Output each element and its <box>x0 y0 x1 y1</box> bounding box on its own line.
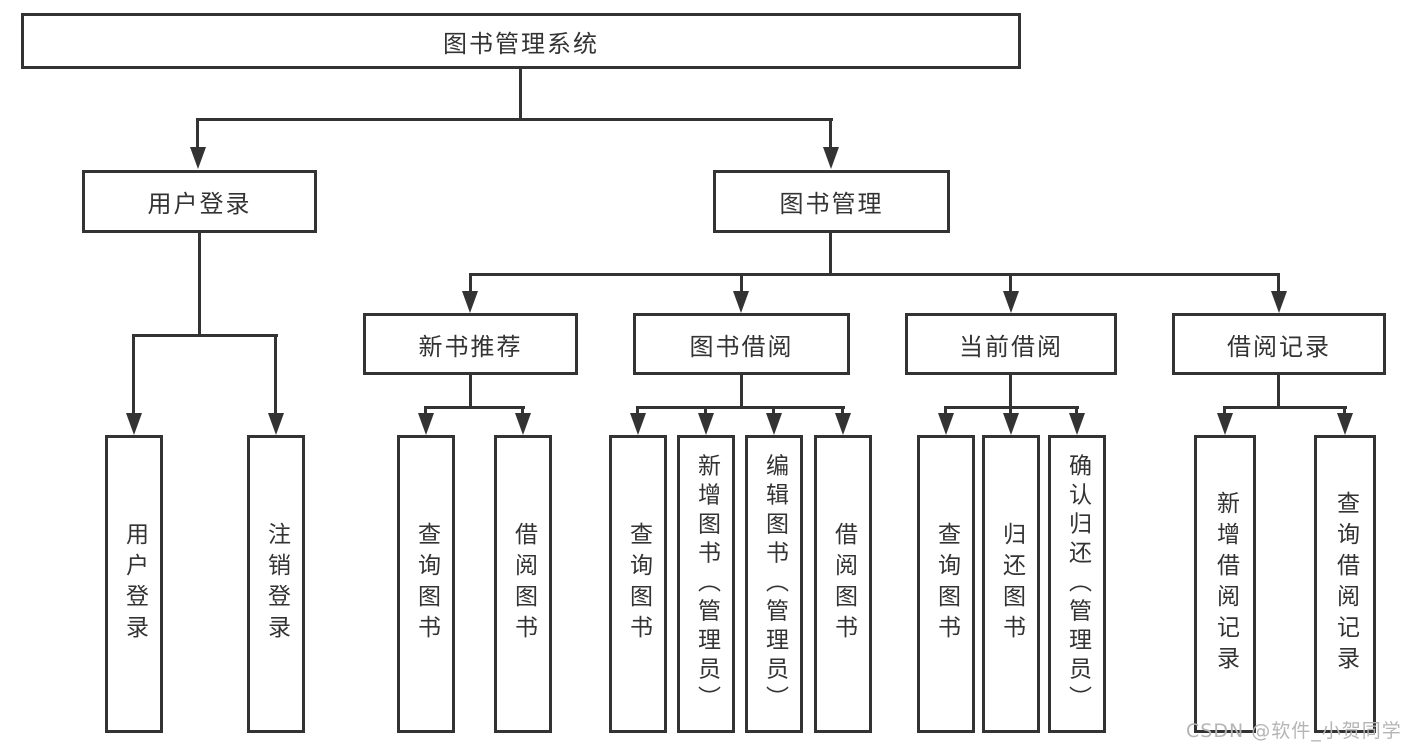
watermark: CSDN @软件_小贺同学 <box>1186 720 1402 742</box>
leaf-borrow-book-recommend: 借阅图书 <box>494 435 552 733</box>
connector-new-book-recommend-fork <box>424 406 525 409</box>
connector-borrow-record-stem <box>1277 374 1280 409</box>
connector-user-login-fork <box>134 334 278 337</box>
connector-arrow-leaf <box>424 406 427 415</box>
node-root-label: 图书管理系统 <box>443 29 599 58</box>
connector-user-login-stem <box>198 232 201 336</box>
arrow-down-icon <box>823 147 839 169</box>
node-book-borrow: 图书借阅 <box>633 313 850 375</box>
node-user-login-label: 用户登录 <box>147 190 252 218</box>
leaf-edit-book-admin-label: 编辑图书（管理员） <box>761 453 788 715</box>
connector-borrow-record-fork <box>1223 406 1347 409</box>
leaf-borrow-book-recommend-label: 借阅图书 <box>510 522 537 646</box>
leaf-query-book-borrow-label: 查询图书 <box>625 522 652 646</box>
node-current-borrow: 当前借阅 <box>905 313 1117 375</box>
connector-arrow-leaf <box>841 406 844 415</box>
node-current-borrow-label: 当前借阅 <box>959 332 1063 361</box>
connector-arrow-new-book-recommend <box>469 273 472 293</box>
leaf-add-book-admin-label: 新增图书（管理员） <box>693 453 720 715</box>
arrow-down-icon <box>268 413 284 435</box>
node-user-login: 用户登录 <box>82 170 317 233</box>
connector-level2-branch <box>196 118 833 121</box>
leaf-edit-book-admin: 编辑图书（管理员） <box>745 435 803 733</box>
arrow-down-icon <box>835 413 851 435</box>
arrow-down-icon <box>190 147 206 169</box>
arrow-down-icon <box>1003 291 1019 313</box>
leaf-logout-login-label: 注销登录 <box>263 522 290 646</box>
node-book-management-label: 图书管理 <box>779 190 884 218</box>
arrow-down-icon <box>515 413 531 435</box>
arrow-down-icon <box>1337 413 1353 435</box>
leaf-logout-login: 注销登录 <box>247 435 305 733</box>
leaf-return-book-label: 归还图书 <box>998 522 1025 646</box>
connector-arrow-leaf <box>1009 406 1012 415</box>
connector-trunk <box>519 69 522 120</box>
node-borrow-record: 借阅记录 <box>1172 313 1386 375</box>
node-root: 图书管理系统 <box>21 13 1021 69</box>
connector-arrow-current-borrow <box>1009 273 1012 293</box>
arrow-down-icon <box>938 413 954 435</box>
arrow-down-icon <box>462 291 478 313</box>
connector-arrow-leaf <box>1223 406 1226 415</box>
connector-book-borrow-stem <box>740 374 743 409</box>
leaf-user-login-label: 用户登录 <box>121 522 148 646</box>
leaf-query-book-current: 查询图书 <box>917 435 975 733</box>
leaf-query-book-borrow: 查询图书 <box>609 435 667 733</box>
leaf-confirm-return-admin: 确认归还（管理员） <box>1048 435 1106 733</box>
connector-arrow-leaf <box>944 406 947 415</box>
leaf-add-borrow-record-label: 新增借阅记录 <box>1212 491 1239 677</box>
leaf-query-book-recommend-label: 查询图书 <box>413 522 440 646</box>
leaf-query-book-current-label: 查询图书 <box>933 522 960 646</box>
connector-arrow-leaf <box>1075 406 1078 415</box>
leaf-return-book: 归还图书 <box>982 435 1040 733</box>
node-new-book-recommend-label: 新书推荐 <box>418 332 523 361</box>
arrow-down-icon <box>766 413 782 435</box>
connector-arrow-leaf <box>636 406 639 415</box>
connector-book-borrow-fork <box>636 406 845 409</box>
connector-current-borrow-stem <box>1009 374 1012 409</box>
connector-arrow-book-borrow <box>740 273 743 293</box>
node-new-book-recommend: 新书推荐 <box>363 313 578 375</box>
connector-arrow-user-login <box>196 118 199 149</box>
leaf-user-login: 用户登录 <box>105 435 163 733</box>
connector-book-management-stem <box>829 232 832 275</box>
arrow-down-icon <box>1217 413 1233 435</box>
leaf-borrow-book-borrow: 借阅图书 <box>814 435 872 733</box>
arrow-down-icon <box>733 291 749 313</box>
arrow-down-icon <box>698 413 714 435</box>
connector-arrow-book-management <box>829 118 832 149</box>
node-book-management: 图书管理 <box>713 170 950 233</box>
leaf-query-book-recommend: 查询图书 <box>397 435 455 733</box>
arrow-down-icon <box>1069 413 1085 435</box>
node-borrow-record-label: 借阅记录 <box>1227 332 1331 361</box>
connector-arrow-leaf <box>772 406 775 415</box>
connector-arrow-borrow-record <box>1277 273 1280 293</box>
arrow-down-icon <box>630 413 646 435</box>
connector-new-book-recommend-stem <box>469 374 472 409</box>
leaf-borrow-book-borrow-label: 借阅图书 <box>830 522 857 646</box>
arrow-down-icon <box>1003 413 1019 435</box>
connector-arrow-leaf-user-login <box>132 334 135 414</box>
leaf-add-borrow-record: 新增借阅记录 <box>1194 435 1256 733</box>
connector-arrow-leaf <box>521 406 524 415</box>
connector-arrow-leaf-logout <box>274 334 277 414</box>
leaf-add-book-admin: 新增图书（管理员） <box>677 435 735 733</box>
connector-arrow-leaf <box>704 406 707 415</box>
node-book-borrow-label: 图书借阅 <box>689 332 794 361</box>
arrow-down-icon <box>418 413 434 435</box>
connector-level3-branch <box>469 273 1280 276</box>
leaf-query-borrow-record-label: 查询借阅记录 <box>1332 491 1359 677</box>
arrow-down-icon <box>126 413 142 435</box>
connector-arrow-leaf <box>1343 406 1346 415</box>
leaf-query-borrow-record: 查询借阅记录 <box>1314 435 1376 733</box>
leaf-confirm-return-admin-label: 确认归还（管理员） <box>1064 453 1091 715</box>
arrow-down-icon <box>1271 291 1287 313</box>
